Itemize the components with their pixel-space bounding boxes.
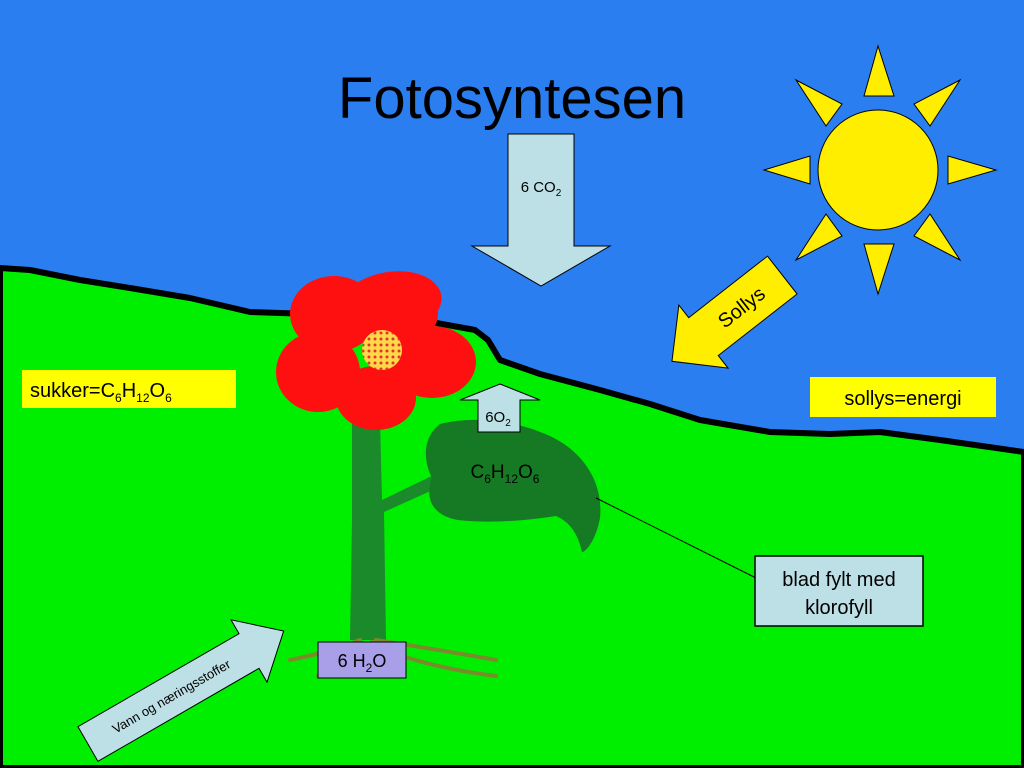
svg-text:sukker=C6H12O6: sukker=C6H12O6	[30, 380, 172, 405]
sun-icon	[762, 44, 998, 296]
svg-text:klorofyll: klorofyll	[805, 597, 873, 619]
energy-label-box: sollys=energi	[810, 377, 996, 417]
co2-arrow: 6 CO2	[470, 133, 612, 287]
svg-text:6 H2O: 6 H2O	[338, 651, 387, 675]
sugar-label-box: sukker=C6H12O6	[22, 370, 236, 408]
o2-label: 6O2	[485, 409, 511, 429]
flower-stem	[350, 420, 446, 640]
svg-text:blad fylt med: blad fylt med	[782, 569, 895, 591]
leaf-glucose-formula: C6H12O6	[471, 462, 540, 486]
slide-title: Fotosyntesen	[338, 66, 686, 131]
co2-label: 6 CO2	[521, 179, 562, 199]
water-label-box: 6 H2O	[317, 641, 407, 679]
o2-arrow: 6O2	[459, 383, 541, 433]
leader-line	[595, 497, 757, 579]
chlorophyll-label-box: blad fylt med klorofyll	[754, 555, 924, 627]
leaf: C6H12O6	[425, 419, 601, 552]
svg-text:sollys=energi: sollys=energi	[844, 388, 961, 410]
flower-head	[276, 271, 476, 430]
